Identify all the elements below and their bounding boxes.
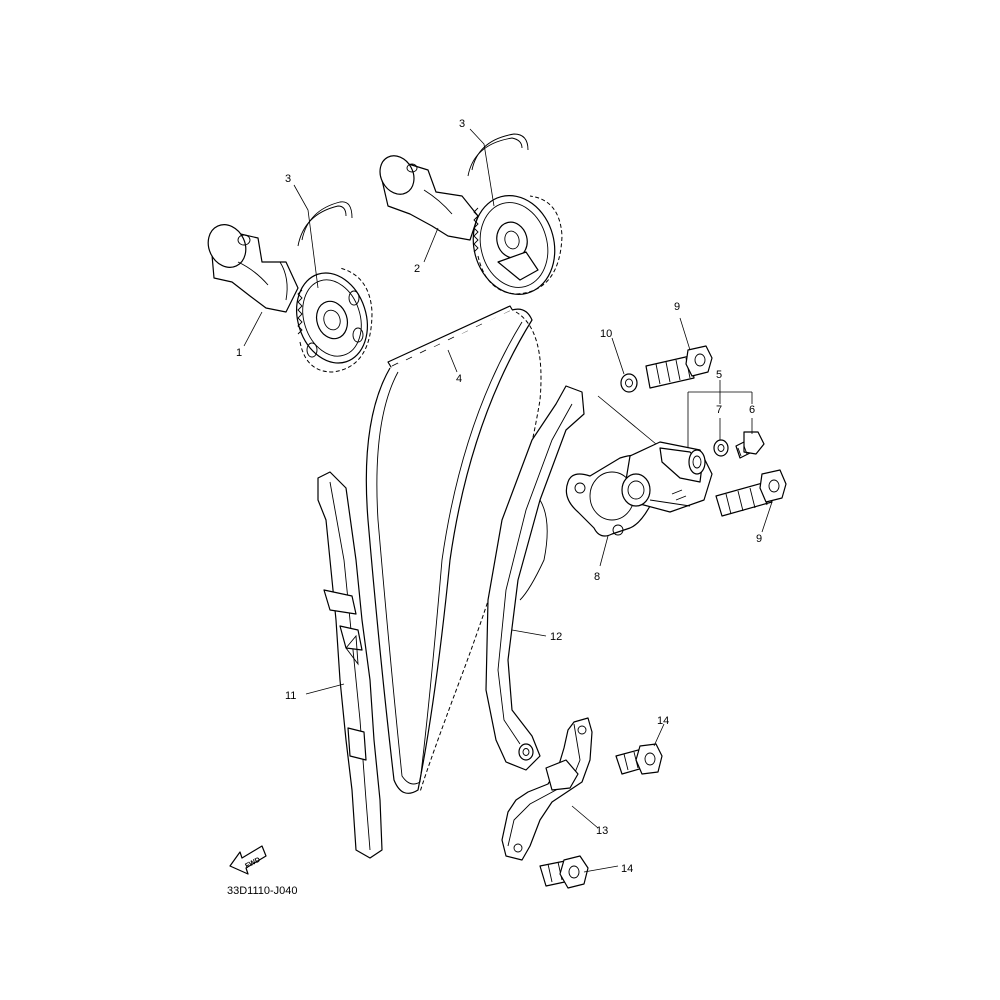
timing-chain-4 <box>365 305 542 794</box>
callout-11: 11 <box>285 690 296 702</box>
bolt-9a <box>645 345 713 389</box>
callout-1: 1 <box>236 347 242 359</box>
callout-13: 13 <box>596 825 608 837</box>
camshaft-1 <box>207 224 373 373</box>
callout-12: 12 <box>550 631 562 643</box>
clip-3a <box>297 201 353 247</box>
washer-10 <box>620 373 638 393</box>
bracket-13 <box>501 717 593 861</box>
callout-6: 6 <box>749 404 755 416</box>
bolt-9b <box>715 469 787 517</box>
camshaft-2 <box>379 155 563 295</box>
callout-4: 4 <box>456 373 462 385</box>
callout-3b: 3 <box>459 118 465 130</box>
callout-3a: 3 <box>285 173 291 185</box>
leader-lines <box>243 128 773 873</box>
callout-14b: 14 <box>621 863 633 875</box>
fwd-arrow-icon: FWD <box>229 845 267 875</box>
callout-8: 8 <box>594 571 600 583</box>
callout-5: 5 <box>716 369 722 381</box>
diagram-code: 33D1110-J040 <box>227 885 298 897</box>
chain-guide-11 <box>317 471 383 859</box>
bolt-14a <box>615 743 663 775</box>
clip-3b <box>467 133 529 177</box>
callout-9b: 9 <box>756 533 762 545</box>
callout-7: 7 <box>716 404 722 416</box>
callouts: 1 2 3 3 4 5 6 7 8 9 9 10 11 12 13 14 14 <box>236 118 762 875</box>
washer-7 <box>713 439 729 457</box>
bolt-14b <box>539 855 589 889</box>
callout-10: 10 <box>600 328 612 340</box>
tensioner-guide-12 <box>485 385 585 771</box>
bolt-6 <box>735 431 765 459</box>
tensioner-assembly-5 <box>565 391 765 537</box>
callout-14a: 14 <box>657 715 669 727</box>
callout-9a: 9 <box>674 301 680 313</box>
callout-2: 2 <box>414 263 420 275</box>
